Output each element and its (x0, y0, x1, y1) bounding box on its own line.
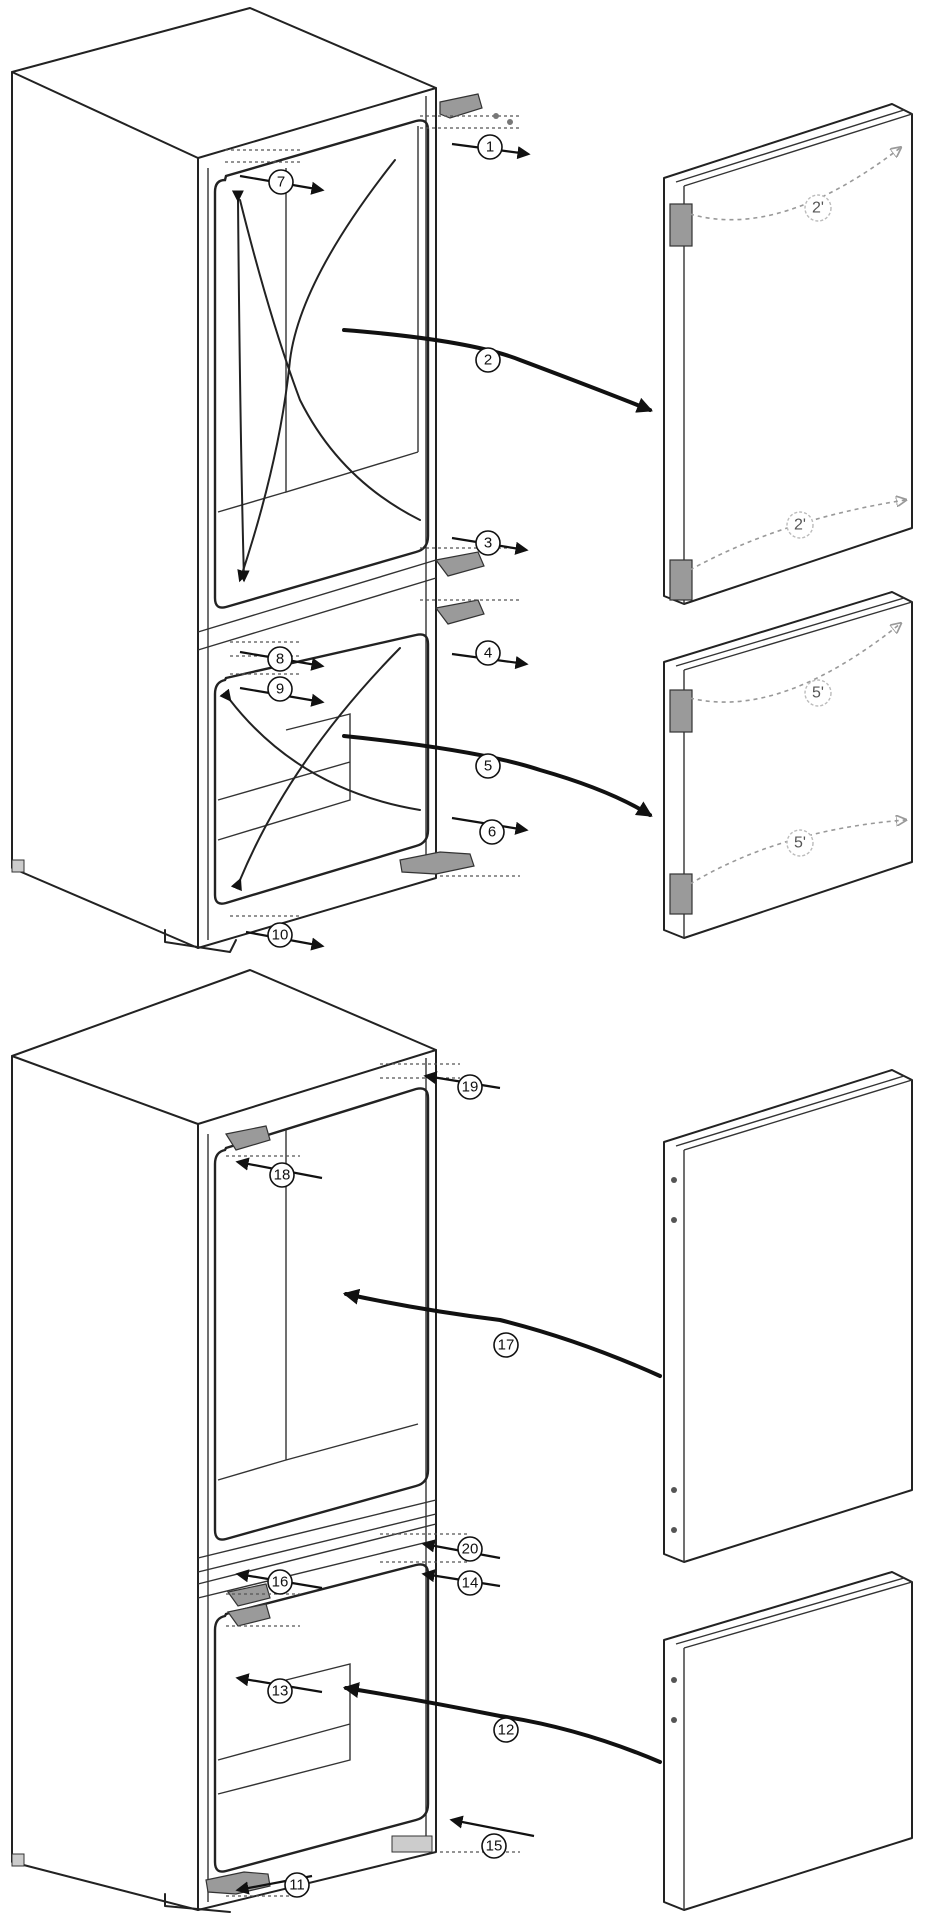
step-label-2: 2 (475, 347, 501, 373)
svg-text:7: 7 (277, 174, 285, 191)
step-label-15: 15 (481, 1833, 507, 1859)
svg-text:15: 15 (486, 1838, 503, 1855)
reversal-curves-top (219, 159, 421, 892)
step-label-5: 5 (475, 753, 501, 779)
svg-text:10: 10 (272, 927, 289, 944)
step-label-18: 18 (269, 1162, 295, 1188)
arrow-upper-door-install (342, 1288, 662, 1378)
hinges-top-fridge (225, 93, 520, 917)
step-label-5-prime-bottom: 5' (786, 829, 814, 857)
door-hinge-bottom-lower-icon (669, 873, 693, 915)
lower-door-bottom (663, 1571, 913, 1911)
arrow-lower-door-install (342, 1682, 662, 1764)
svg-text:2': 2' (794, 517, 806, 534)
door-hinge-bottom-icon (669, 559, 693, 601)
svg-text:9: 9 (276, 681, 284, 698)
hinges-bottom-fridge (205, 1063, 520, 1897)
svg-text:5': 5' (794, 835, 806, 852)
step-label-10: 10 (267, 922, 293, 948)
upper-door-bottom (663, 1069, 913, 1563)
middle-hinge-moved-lower-icon (226, 1603, 271, 1627)
step-label-1: 1 (477, 134, 503, 160)
svg-text:6: 6 (488, 824, 496, 841)
door-hinge-top-lower-icon (669, 689, 693, 733)
step-label-16: 16 (267, 1569, 293, 1595)
svg-text:8: 8 (276, 651, 284, 668)
svg-text:5: 5 (484, 758, 492, 775)
step-label-11: 11 (284, 1872, 310, 1898)
svg-text:13: 13 (272, 1683, 289, 1700)
svg-text:2': 2' (812, 200, 824, 217)
step-label-3: 3 (475, 530, 501, 556)
fridge-cabinet-top (11, 7, 437, 953)
svg-text:20: 20 (462, 1541, 479, 1558)
step-label-20: 20 (457, 1536, 483, 1562)
svg-text:17: 17 (498, 1337, 515, 1354)
step-label-14: 14 (457, 1570, 483, 1596)
door-hinge-top-icon (669, 203, 693, 247)
middle-hinge-lower-icon (434, 599, 485, 625)
svg-text:12: 12 (498, 1722, 515, 1739)
step-label-7: 7 (268, 169, 294, 195)
svg-text:3: 3 (484, 535, 492, 552)
step-label-5-prime-top: 5' (804, 679, 832, 707)
step-label-8: 8 (267, 646, 293, 672)
arrow-lower-door-removal (342, 734, 653, 817)
svg-text:18: 18 (274, 1167, 291, 1184)
step-label-2-prime-top: 2' (804, 194, 832, 222)
bottom-hinge-icon (399, 851, 475, 875)
svg-text:1: 1 (486, 139, 494, 156)
step-label-13: 13 (267, 1678, 293, 1704)
middle-hinge-upper-icon (434, 551, 485, 577)
svg-text:2: 2 (484, 352, 492, 369)
step-label-2-prime-bottom: 2' (786, 511, 814, 539)
svg-text:16: 16 (272, 1574, 289, 1591)
step-label-4: 4 (475, 640, 501, 666)
top-hinge-icon (439, 93, 483, 119)
svg-text:5': 5' (812, 685, 824, 702)
step-label-12: 12 (493, 1717, 519, 1743)
bottom-corner-cover-icon (391, 1835, 433, 1853)
arrow-upper-door-removal (342, 328, 653, 413)
top-hinge-moved-icon (225, 1125, 271, 1151)
bottom-hinge-moved-icon (205, 1871, 271, 1895)
svg-text:11: 11 (289, 1877, 305, 1894)
step-label-17: 17 (493, 1332, 519, 1358)
svg-text:4: 4 (484, 645, 492, 662)
install-arrows-bottom (235, 1071, 535, 1895)
lower-door-top (663, 591, 913, 939)
svg-text:14: 14 (462, 1575, 479, 1592)
upper-door-top (663, 103, 913, 605)
middle-hinge-moved-upper-icon (226, 1583, 271, 1607)
step-label-9: 9 (267, 676, 293, 702)
step-label-19: 19 (457, 1074, 483, 1100)
svg-text:19: 19 (462, 1079, 479, 1096)
step-label-6: 6 (479, 819, 505, 845)
fridge-cabinet-bottom (11, 969, 437, 1913)
